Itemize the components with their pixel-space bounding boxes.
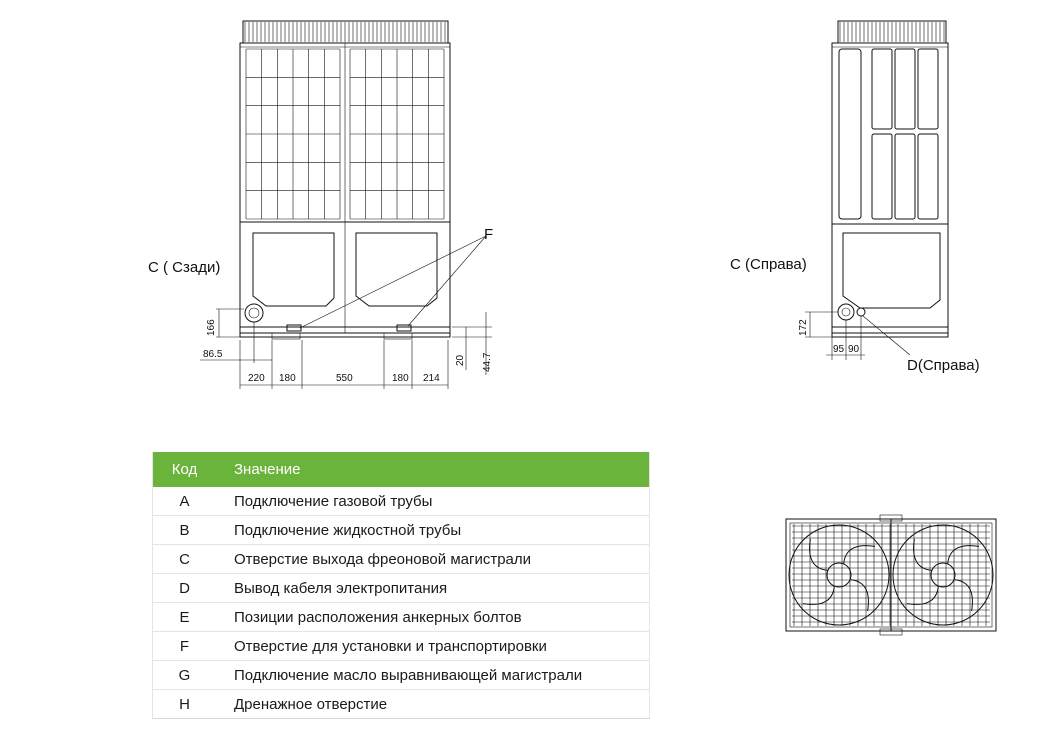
rear-transport-hole-left [286, 324, 302, 332]
side-unit-body [831, 42, 949, 334]
legend-value: Подключение масло выравнивающей магистра… [216, 660, 650, 690]
top-view-drawing [785, 514, 997, 636]
legend-code: D [152, 573, 216, 603]
dim-90: 90 [848, 344, 860, 355]
side-base-frame [831, 326, 949, 338]
legend-value: Подключение газовой трубы [216, 487, 650, 516]
side-pipe-outlet-c [837, 303, 855, 321]
dim-166: 166 [206, 319, 217, 336]
dim-172: 172 [798, 319, 809, 336]
top-fan-right [892, 524, 994, 626]
dim-95: 95 [833, 344, 845, 355]
legend-value: Отверстие для установки и транспортировк… [216, 631, 650, 661]
side-d-label: D(Справа) [907, 357, 980, 374]
side-top-fan-guard [837, 20, 947, 44]
dim-86-5: 86.5 [203, 349, 223, 360]
dim-44-7: 44.7 [482, 352, 493, 372]
side-lower-panel [842, 232, 941, 309]
legend-code: B [152, 515, 216, 545]
dim-180-b: 180 [392, 373, 409, 384]
legend-code: G [152, 660, 216, 690]
dim-20: 20 [455, 354, 466, 366]
legend-code: A [152, 487, 216, 516]
legend-value: Дренажное отверстие [216, 689, 650, 719]
legend-code: C [152, 544, 216, 574]
side-panel-tall [838, 48, 862, 220]
legend-header: Код Значение [152, 452, 650, 487]
rear-coil-grid-right [349, 48, 445, 220]
rear-f-label: F [484, 226, 493, 243]
dim-220: 220 [248, 373, 265, 384]
legend-header-value: Значение [216, 452, 650, 487]
legend-value: Вывод кабеля электропитания [216, 573, 650, 603]
rear-view-label: C ( Сзади) [148, 259, 220, 276]
rear-pipe-outlet-c [244, 303, 264, 323]
rear-coil-grid-left [245, 48, 341, 220]
dim-180-a: 180 [279, 373, 296, 384]
rear-top-fan-guard [242, 20, 449, 44]
legend-code: H [152, 689, 216, 719]
legend-code: F [152, 631, 216, 661]
legend-value: Отверстие выхода фреоновой магистрали [216, 544, 650, 574]
side-view-label: C (Справа) [730, 256, 807, 273]
side-view-drawing: D(Справа) C (Справа) 172 95 90 [730, 20, 980, 374]
rear-lower-panel-right [355, 232, 438, 307]
legend-header-code: Код [152, 452, 216, 487]
top-fan-left [788, 524, 890, 626]
legend-code: E [152, 602, 216, 632]
rear-view-drawing: F C ( Сзади) 166 86.5 20 44.7 220 180 55… [148, 20, 493, 389]
legend-value: Позиции расположения анкерных болтов [216, 602, 650, 632]
rear-transport-hole-right [396, 324, 412, 332]
dim-550: 550 [336, 373, 353, 384]
legend-value: Подключение жидкостной трубы [216, 515, 650, 545]
side-power-hole-d [856, 307, 866, 317]
rear-lower-panel-left [252, 232, 335, 307]
dim-214: 214 [423, 373, 440, 384]
rear-base-frame [239, 326, 451, 338]
